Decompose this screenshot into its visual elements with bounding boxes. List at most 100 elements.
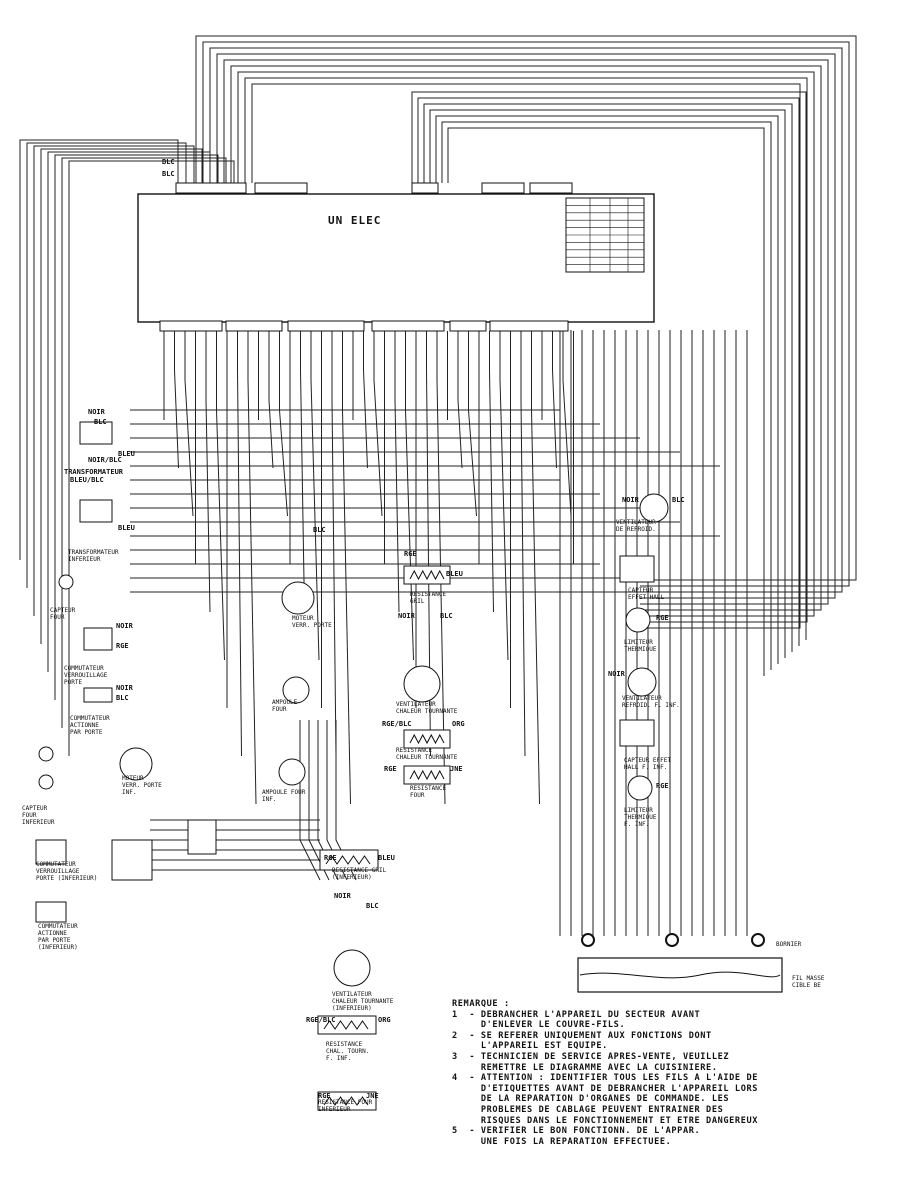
label-bornier: BORNIER: [776, 941, 802, 948]
lower-broil-element-symbol: [325, 855, 371, 865]
wire-tag: BLC: [313, 526, 326, 534]
thermal-limiter-symbol: [625, 607, 651, 633]
wire: [47, 151, 211, 672]
wire: [251, 83, 801, 629]
wire: [457, 331, 463, 469]
wire: [310, 331, 320, 661]
wire-tag: RGE: [404, 550, 417, 558]
label-transformateur: TRANSFORMATEUR: [64, 468, 124, 476]
bake-element-box: [403, 765, 451, 785]
remark-line: UNE FOIS LA REPARATION EFFECTUEE.: [452, 1136, 672, 1147]
wire-tag: JNE: [366, 1092, 379, 1100]
wire-tag: NOIR: [88, 408, 106, 416]
wire: [174, 331, 179, 469]
wire-tag: NOIR: [398, 612, 416, 620]
wire-tag: RGE/BLC: [382, 720, 412, 728]
remark-line: D'ENLEVER LE COUVRE-FILS.: [452, 1020, 626, 1031]
wire: [223, 59, 829, 605]
wire-tag: NOIR/BLC: [88, 456, 122, 464]
lower-convection-element-box: [317, 1015, 377, 1035]
wire: [299, 720, 321, 881]
lower-bake-element-box: [317, 1091, 377, 1111]
convection-fan-symbol: [403, 665, 441, 703]
remarks-block: REMARQUE : 1 - DEBRANCHER L'APPAREIL DU …: [452, 999, 902, 1147]
wire: [562, 331, 572, 517]
wire: [184, 331, 194, 517]
lower-door-switch-symbol: [35, 901, 67, 923]
wire-tag: NOIR: [622, 496, 640, 504]
remark-line: RISQUES DANS LE FONCTIONNEMENT ET ETRE D…: [452, 1115, 759, 1126]
wire-tag: RGE: [656, 614, 669, 622]
wire: [216, 53, 836, 599]
board-title: UN ELEC: [328, 214, 381, 227]
wire: [237, 331, 242, 757]
wire-tag: BLEU: [446, 570, 463, 578]
wire: [426, 331, 431, 757]
remark-line: DE LA REPARATION D'ORGANES DE COMMANDE. …: [452, 1094, 730, 1105]
remark-line: D'ETIQUETTES AVANT DE DEBRANCHER L'APPAR…: [452, 1083, 759, 1094]
cooling-fan-symbol: [639, 493, 669, 523]
wire-tags: BLC BLC NOIR BLC NOIR/BLC BLEU BLEU NOIR…: [88, 158, 685, 1100]
label-transformateur-bleu: BLEU/BLC: [70, 476, 104, 484]
remark-line: 4 - ATTENTION : IDENTIFIER TOUS LES FILS…: [452, 1073, 759, 1084]
wire: [61, 157, 227, 728]
wire: [552, 331, 557, 469]
lower-oven-lamp-symbol: [278, 758, 306, 786]
lower-broil-element-box: [319, 849, 379, 871]
lower-door-lock-switch-symbol: [35, 839, 67, 865]
lower-lock-motor-symbol: [119, 747, 153, 781]
wire-tag: NOIR: [334, 892, 352, 900]
wire-tag: RGE/BLC: [306, 1016, 336, 1024]
wire: [435, 115, 779, 664]
wire: [373, 331, 383, 517]
lower-bake-element-symbol: [323, 1096, 369, 1106]
lower-hall-sensor-symbol: [619, 719, 655, 747]
wire-tag: ORG: [378, 1016, 391, 1024]
lower-transformer-symbol: [79, 499, 113, 523]
wire: [363, 331, 368, 469]
wire: [202, 41, 850, 587]
remark-line: 3 - TECHNICIEN DE SERVICE APRES-VENTE, V…: [452, 1051, 730, 1062]
wire: [417, 97, 800, 646]
wire: [54, 154, 219, 700]
wire: [33, 145, 195, 616]
wire: [268, 331, 274, 469]
lower-sensor-symbol-2: [38, 774, 54, 790]
wire: [26, 142, 187, 588]
remark-line: 2 - SE REFERER UNIQUEMENT AUX FONCTIONS …: [452, 1030, 712, 1041]
broil-element-box: [403, 565, 451, 585]
wire: [520, 331, 526, 757]
wire-tag: BLEU: [118, 524, 135, 532]
wire: [342, 331, 351, 805]
remark-line: REMETTRE LE DIAGRAMME AVEC LA CUISINIERE…: [452, 1062, 718, 1073]
wire: [237, 71, 815, 617]
wire-tag: BLC: [94, 418, 107, 426]
lower-connector-symbol: [111, 839, 153, 881]
hall-sensor-symbol: [619, 555, 655, 583]
transformer-symbol: [79, 421, 113, 445]
lower-convection-element-symbol: [323, 1020, 369, 1030]
lower-connector-symbol-2: [187, 819, 217, 855]
wire: [216, 331, 225, 661]
wire: [205, 331, 211, 613]
wire-tag: BLC: [162, 158, 175, 166]
wire: [489, 331, 494, 613]
label-resistance-gril-inf: RESISTANCE GRIL(INFERIEUR): [332, 867, 387, 881]
wire: [244, 77, 808, 623]
remark-line: L'APPAREIL EST EQUIPE.: [452, 1041, 608, 1052]
wire-tag: NOIR: [608, 670, 626, 678]
wire: [447, 127, 765, 676]
wire: [423, 103, 793, 652]
